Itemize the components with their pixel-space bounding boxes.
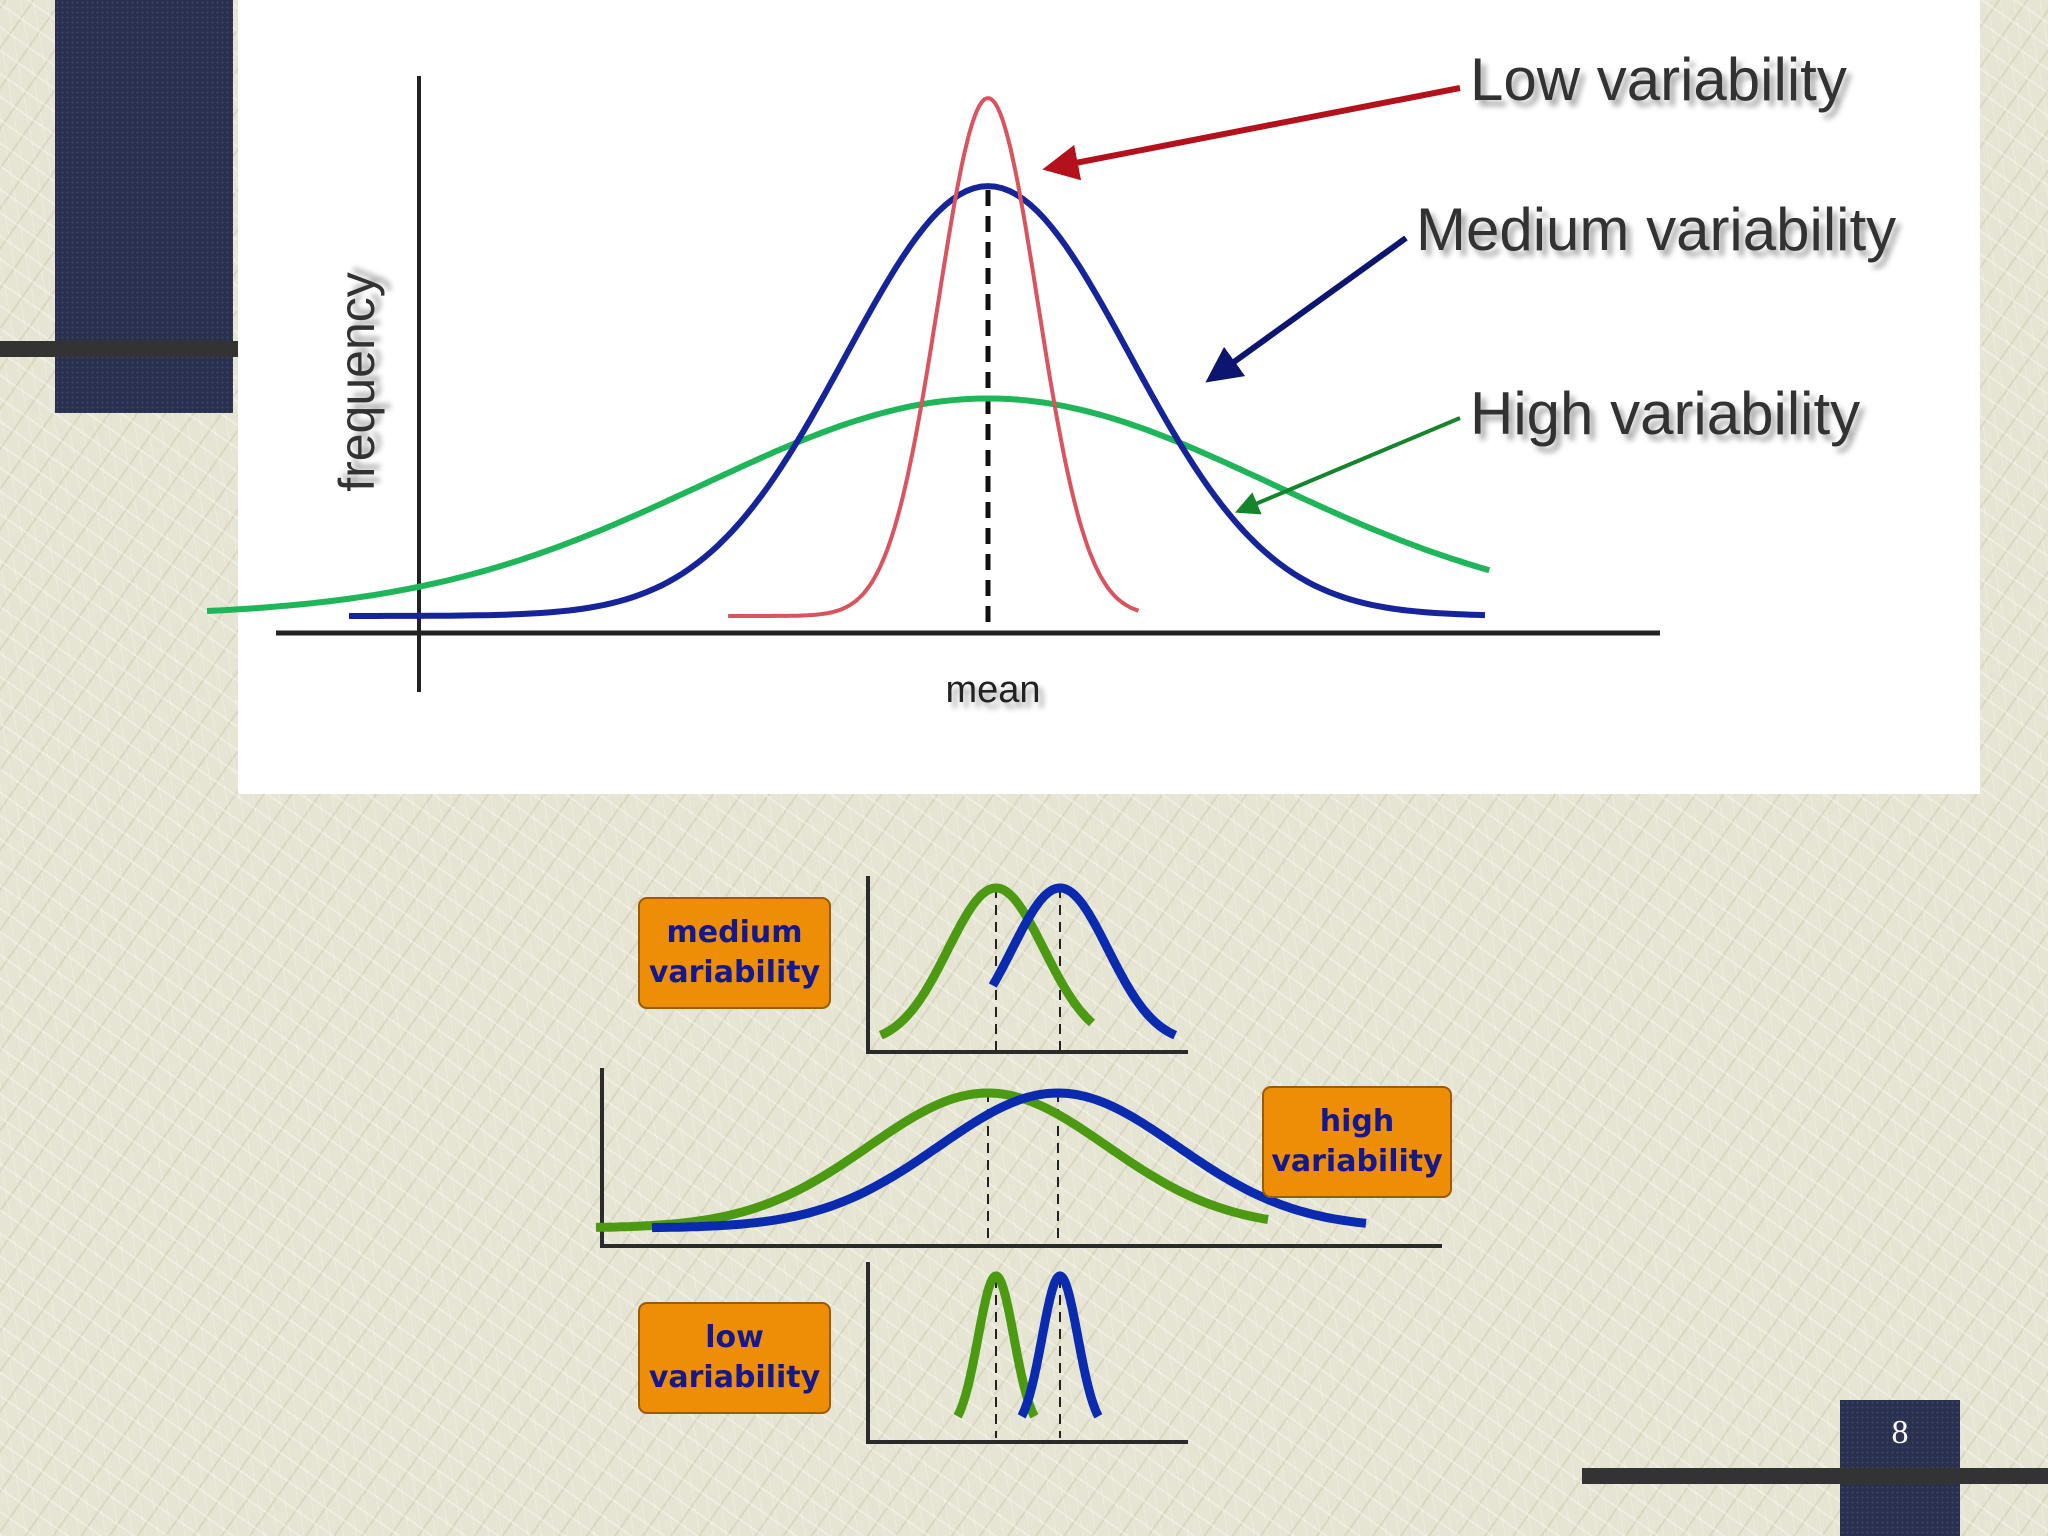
page-number: 8	[1891, 1414, 1909, 1451]
top-chart-panel	[238, 0, 1980, 794]
low-box-line-2: variability	[648, 1360, 821, 1395]
high-box-line-1: high	[1319, 1104, 1395, 1139]
high-panel-green-curve	[595, 1088, 1269, 1232]
high-variability-curve	[206, 395, 1491, 614]
low-variability-curve	[728, 96, 1140, 618]
medium-variability-curve	[349, 183, 1486, 619]
medium-box-line-2: variability	[648, 955, 821, 990]
low-panel-axes	[866, 1262, 1188, 1444]
low-variability-arrow	[1042, 85, 1461, 181]
y-axis-label: frequency	[329, 272, 385, 492]
medium-variability-arrow	[1205, 235, 1408, 383]
low-variability-label: Low variability	[1470, 46, 1847, 113]
bar-bottom-right	[1582, 1468, 2048, 1484]
high-variability-box: high variability	[1262, 1086, 1452, 1198]
medium-panel-green-curve	[878, 883, 1096, 1040]
low-panel-green-curve	[953, 1271, 1039, 1419]
high-box-line-2: variability	[1271, 1144, 1443, 1179]
low-variability-box: low variability	[638, 1302, 831, 1414]
medium-variability-label: Medium variability	[1416, 196, 1896, 263]
high-variability-arrow	[1234, 416, 1461, 515]
low-panel-blue-curve	[1017, 1271, 1103, 1419]
high-panel-axes	[600, 1068, 1442, 1248]
medium-box-line-1: medium	[666, 915, 803, 950]
medium-panel-blue-curve	[988, 883, 1178, 1040]
bar-top-left	[0, 341, 240, 357]
high-panel-blue-curve	[651, 1088, 1367, 1233]
low-box-line-1: low	[705, 1320, 764, 1355]
high-variability-label: High variability	[1470, 380, 1860, 447]
x-axis-label: mean	[945, 669, 1040, 711]
medium-panel-axes	[866, 876, 1188, 1054]
medium-variability-box: medium variability	[638, 897, 831, 1009]
